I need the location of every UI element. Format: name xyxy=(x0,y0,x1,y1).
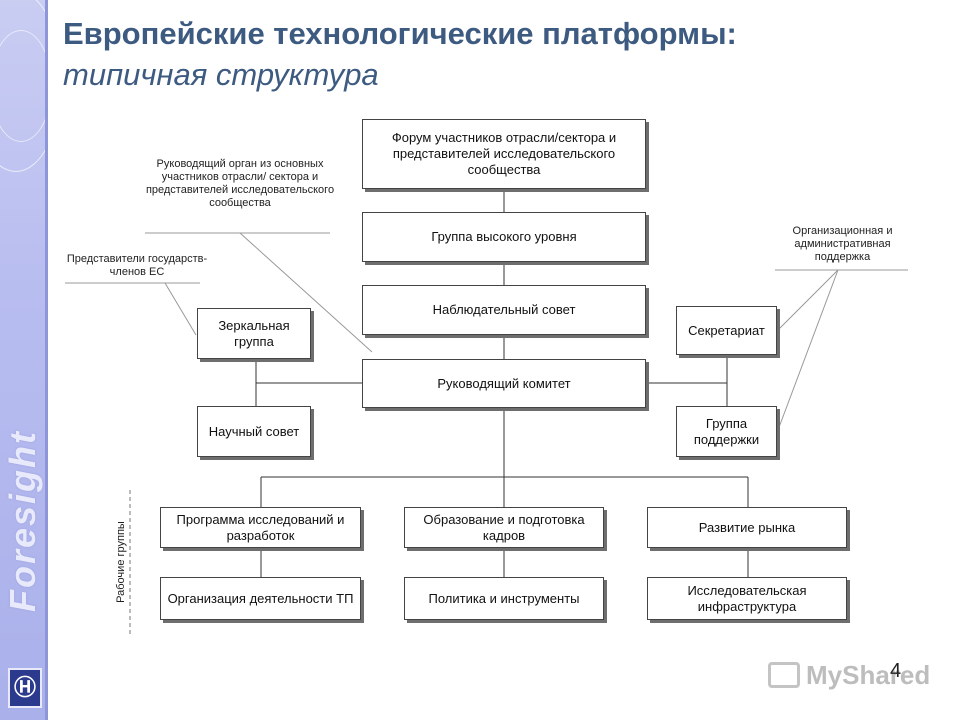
note-admin-support: Организационная и административная подде… xyxy=(792,225,893,263)
watermark-icon xyxy=(768,662,800,688)
sidebar-decoration: Foresight Ⓗ xyxy=(0,0,62,720)
wg-organization-box: Организация деятельности ТП xyxy=(160,577,361,620)
slide-title: Европейские технологические платформы: xyxy=(63,16,737,51)
high-level-group-box: Группа высокого уровня xyxy=(362,212,646,262)
note-member-states: Представители государств-членов ЕС xyxy=(66,253,208,278)
scientific-council-box: Научный совет xyxy=(197,406,311,457)
wg-policy-box: Политика и инструменты xyxy=(404,577,604,620)
working-groups-label: Рабочие группы xyxy=(115,521,127,603)
wg-education-box: Образование и подготовка кадров xyxy=(404,507,604,548)
steering-committee-box: Руководящий комитет xyxy=(362,359,646,408)
support-group-box: Группа поддержки xyxy=(676,406,777,457)
note-governing-body: Руководящий орган из основных участников… xyxy=(145,158,335,209)
university-logo: Ⓗ xyxy=(8,668,42,708)
page-number: 4 xyxy=(890,660,902,682)
forum-box: Форум участников отрасли/сектора и предс… xyxy=(362,119,646,189)
wg-infrastructure-box: Исследовательская инфраструктура xyxy=(647,577,847,620)
mirror-group-box: Зеркальная группа xyxy=(197,308,311,359)
supervisory-board-box: Наблюдательный совет xyxy=(362,285,646,335)
slide-subtitle: типичная структура xyxy=(63,57,379,92)
wg-research-box: Программа исследований и разработок xyxy=(160,507,361,548)
watermark-text: MyShared xyxy=(806,660,931,690)
secretariat-box: Секретариат xyxy=(676,306,777,355)
wg-market-box: Развитие рынка xyxy=(647,507,847,548)
